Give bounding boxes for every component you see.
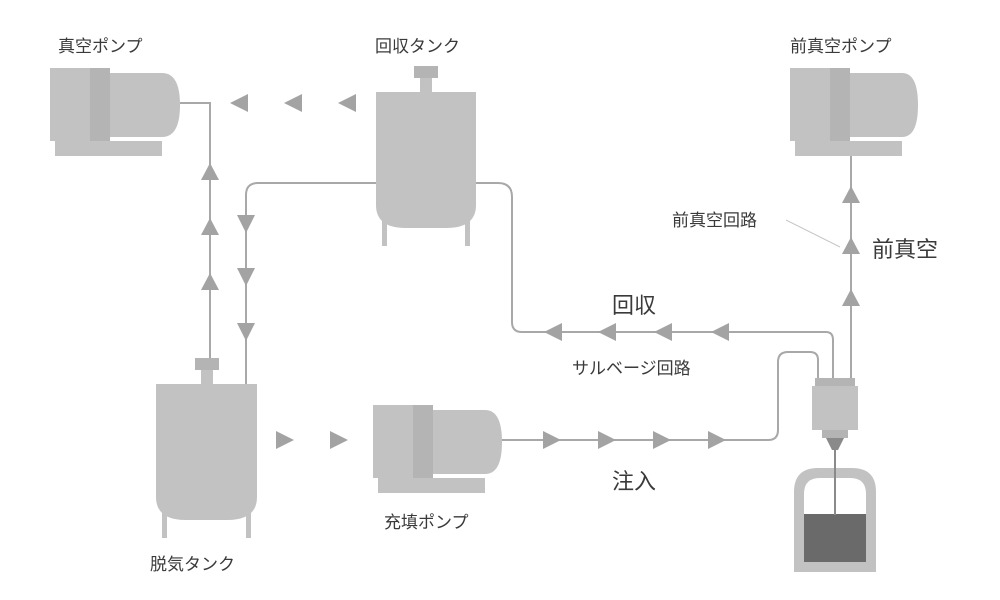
nozzle-body <box>812 386 858 430</box>
arrow-down-icon <box>237 323 255 341</box>
arrow-left-icon <box>598 323 616 341</box>
label-vacuum-pump: 真空ポンプ <box>58 37 143 57</box>
arrow-left-icon <box>284 94 302 112</box>
pipe-injection <box>500 351 819 441</box>
arrow-down-icon <box>237 215 255 233</box>
tank-leg <box>465 218 470 246</box>
tank-neck <box>420 78 432 92</box>
pump-body <box>790 68 830 141</box>
arrow-left-icon <box>544 323 562 341</box>
pump-motor <box>433 410 502 474</box>
recovery-tank <box>376 66 476 246</box>
pump-motor <box>850 73 918 137</box>
arrow-up-icon <box>201 163 219 180</box>
pipe-recovery-to-degassing <box>245 182 376 385</box>
arrow-right-icon <box>653 431 671 449</box>
arrow-right-icon <box>708 431 726 449</box>
tank-valve <box>195 358 219 370</box>
label-pre-vacuum-circuit: 前真空回路 <box>672 211 757 231</box>
container <box>794 468 876 572</box>
tank-flange <box>156 384 257 392</box>
filling-pump <box>373 405 502 493</box>
pump-body <box>413 405 433 478</box>
label-degassing-tank: 脱気タンク <box>150 555 235 575</box>
label-filling-pump: 充填ポンプ <box>384 513 469 533</box>
arrow-up-icon <box>201 218 219 235</box>
nozzle-collar <box>822 430 848 438</box>
arrow-down-icon <box>237 268 255 286</box>
tank-body <box>376 100 476 228</box>
arrow-up-icon <box>842 289 860 306</box>
pipe-salvage <box>476 182 834 380</box>
tank-valve <box>414 66 438 78</box>
degassing-tank <box>156 358 257 538</box>
pump-body <box>373 405 413 478</box>
label-injection: 注入 <box>612 470 657 495</box>
pump-body <box>90 68 110 141</box>
arrow-left-icon <box>711 323 729 341</box>
tank-flange <box>376 92 476 100</box>
arrow-right-icon <box>276 431 294 449</box>
arrow-right-icon <box>330 431 348 449</box>
label-recovery-tank: 回収タンク <box>375 37 460 57</box>
tank-leg <box>382 218 387 246</box>
tank-leg <box>162 510 167 538</box>
leader-line <box>785 219 841 248</box>
arrow-up-icon <box>201 273 219 290</box>
nozzle-cap <box>815 378 855 386</box>
filling-nozzle <box>812 378 858 515</box>
arrow-left-icon <box>338 94 356 112</box>
pump-base <box>795 141 902 156</box>
flow-arrows <box>201 94 860 449</box>
tank-body <box>156 392 257 520</box>
pump-base <box>378 478 485 493</box>
arrow-right-icon <box>598 431 616 449</box>
arrow-right-icon <box>543 431 561 449</box>
vacuum-pump <box>50 68 180 156</box>
pump-body <box>830 68 850 141</box>
label-recovery: 回収 <box>612 294 657 319</box>
pipes <box>180 102 852 441</box>
label-salvage-circuit: サルベージ回路 <box>572 359 691 379</box>
pre-vacuum-pump <box>790 68 918 156</box>
container-liquid <box>804 514 866 562</box>
label-pre-vacuum-pump: 前真空ポンプ <box>790 37 892 57</box>
nozzle-tip <box>826 438 844 450</box>
arrow-left-icon <box>654 323 672 341</box>
pump-motor <box>110 73 180 137</box>
pipe-vacuum-to-degassing <box>180 102 211 378</box>
arrow-up-icon <box>842 237 860 254</box>
pump-body <box>50 68 90 141</box>
label-pre-vacuum: 前真空 <box>872 238 939 263</box>
arrow-up-icon <box>842 186 860 203</box>
pump-base <box>55 141 162 156</box>
tank-neck <box>201 370 213 384</box>
arrow-left-icon <box>230 94 248 112</box>
tank-leg <box>246 510 251 538</box>
